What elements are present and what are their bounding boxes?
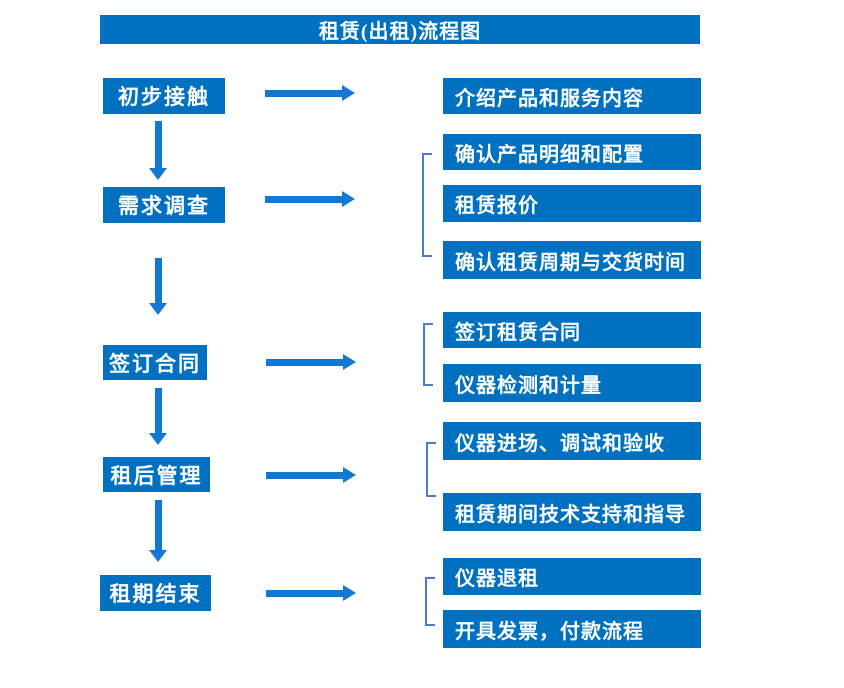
right-arrow-icon [265,85,355,101]
down-arrow-icon [147,121,169,180]
output-box: 租赁期间技术支持和指导 [443,493,701,531]
stage-box-post-rental-management: 租后管理 [103,457,210,492]
arrow-head [149,550,167,562]
output-box: 签订租赁合同 [443,312,701,348]
output-box: 仪器检测和计量 [443,364,701,402]
arrow-shaft [265,195,342,203]
arrow-shaft [154,500,162,550]
group-bracket [423,323,433,386]
output-box: 确认租赁周期与交货时间 [443,241,701,279]
arrow-shaft [265,89,342,97]
stage-box-demand-survey: 需求调查 [103,187,225,223]
arrow-head [343,585,356,601]
arrow-shaft [154,258,162,303]
arrow-head [149,303,167,315]
down-arrow-icon [147,258,169,315]
output-box: 仪器退租 [443,558,701,595]
output-box: 介绍产品和服务内容 [443,78,701,114]
arrow-head [343,354,356,370]
arrow-head [342,85,355,101]
output-box: 租赁报价 [443,185,701,222]
arrow-head [149,433,167,445]
arrow-head [149,168,167,180]
group-bracket [425,577,435,626]
group-bracket [426,442,436,497]
right-arrow-icon [266,354,356,370]
output-box: 确认产品明细和配置 [443,134,701,170]
arrow-shaft [154,388,162,433]
group-bracket [422,153,432,257]
arrow-head [343,467,356,483]
down-arrow-icon [147,500,169,562]
stage-box-lease-end: 租期结束 [100,575,211,611]
output-box: 开具发票，付款流程 [443,610,701,648]
stage-box-sign-contract: 签订合同 [103,345,207,380]
arrow-shaft [154,121,162,168]
arrow-head [342,191,355,207]
arrow-shaft [266,358,343,366]
stage-box-initial-contact: 初步接触 [103,78,225,114]
right-arrow-icon [266,467,356,483]
right-arrow-icon [265,191,355,207]
down-arrow-icon [147,388,169,445]
output-box: 仪器进场、调试和验收 [443,422,701,460]
arrow-shaft [266,471,343,479]
right-arrow-icon [266,585,356,601]
flowchart-title: 租赁(出租)流程图 [100,15,700,44]
arrow-shaft [266,589,343,597]
